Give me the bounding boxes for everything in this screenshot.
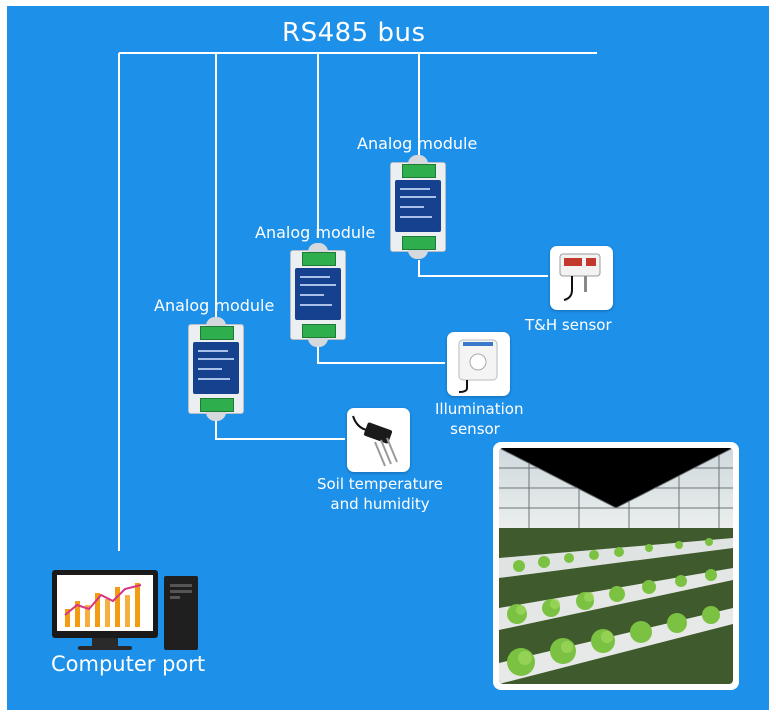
wire-module-3-th [418,260,548,277]
illumination-sensor-label: Illumination sensor [435,399,524,439]
th-sensor-label: T&H sensor [525,316,612,334]
soil-label-line1: Soil temperature [316,475,444,493]
illumination-sensor-icon [447,332,510,396]
analog-module-icon [188,317,244,421]
th-sensor-icon [550,246,613,310]
soil-label-line2: and humidity [330,495,430,513]
illumination-label-line1: Illumination [435,400,524,418]
wire-module-1-soil [215,412,345,440]
computer-icon [52,570,202,650]
bus-wiring [118,52,597,551]
module-label: Analog module [255,223,376,242]
module-label: Analog module [154,296,275,315]
diagram-canvas: RS485 bus Analog module Analog module An… [7,6,769,710]
illumination-label-line2: sensor [450,420,500,438]
wire-module-2-illum [317,342,445,364]
analog-module-icon [390,155,446,259]
analog-module-icon [290,243,346,347]
module-label: Analog module [357,134,478,153]
soil-probe-icon [347,408,410,472]
computer-label: Computer port [51,652,206,676]
soil-sensor-label: Soil temperature and humidity [309,474,451,514]
greenhouse-photo [493,442,739,690]
bus-title: RS485 bus [282,18,426,48]
